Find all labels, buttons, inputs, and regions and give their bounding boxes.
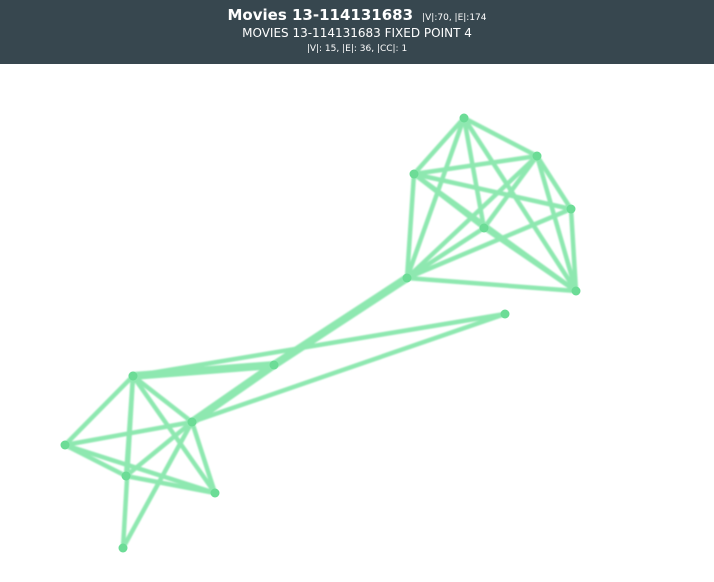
graph-edge bbox=[270, 274, 411, 369]
graph-edge bbox=[130, 373, 195, 425]
graph-edge bbox=[130, 311, 508, 379]
graph-edge bbox=[404, 206, 574, 281]
graph-node[interactable] bbox=[409, 169, 419, 179]
graph-edge bbox=[188, 361, 278, 426]
graph-node[interactable] bbox=[571, 286, 581, 296]
graph-edge bbox=[461, 115, 540, 159]
graph-node[interactable] bbox=[128, 371, 138, 381]
graph-edge bbox=[120, 373, 136, 551]
title-line: Movies 13-114131683 |V|:70, |E|:174 bbox=[0, 6, 714, 27]
graph-node[interactable] bbox=[60, 440, 70, 450]
graph-svg[interactable] bbox=[0, 64, 714, 578]
graph-node[interactable] bbox=[187, 417, 197, 427]
edges-layer bbox=[62, 115, 579, 551]
graph-edge bbox=[481, 225, 579, 294]
graph-edge bbox=[568, 206, 579, 294]
graph-edge bbox=[411, 171, 574, 212]
graph-edge bbox=[404, 225, 487, 281]
graph-node[interactable] bbox=[566, 204, 576, 214]
graph-edge bbox=[123, 473, 218, 496]
graph-edge bbox=[534, 153, 579, 294]
graph-edge bbox=[481, 153, 540, 231]
graph-node[interactable] bbox=[532, 151, 542, 161]
nodes-layer bbox=[60, 113, 581, 553]
graph-edge bbox=[62, 419, 195, 448]
graph-edge bbox=[404, 171, 417, 281]
graph-substats: |V|: 15, |E|: 36, |CC|: 1 bbox=[306, 44, 408, 54]
graph-edge bbox=[189, 311, 508, 425]
graph-edge bbox=[120, 419, 195, 551]
graph-edge bbox=[411, 153, 540, 177]
graph-node[interactable] bbox=[269, 360, 279, 370]
graph-edge bbox=[404, 275, 579, 294]
graph-stats: |V|:70, |E|:174 bbox=[422, 13, 487, 23]
graph-edge bbox=[62, 373, 136, 448]
graph-node[interactable] bbox=[479, 223, 489, 233]
graph-edge bbox=[411, 115, 467, 177]
graph-edge bbox=[62, 442, 218, 496]
graph-edge bbox=[404, 115, 467, 281]
graph-edge bbox=[189, 419, 218, 496]
graph-node[interactable] bbox=[500, 309, 510, 319]
graph-subtitle: MOVIES 13-114131683 FIXED POINT 4 bbox=[242, 26, 472, 40]
graph-canvas[interactable] bbox=[0, 64, 714, 578]
graph-edge bbox=[534, 153, 574, 212]
graph-node[interactable] bbox=[459, 113, 469, 123]
graph-node[interactable] bbox=[402, 273, 412, 283]
graph-edge bbox=[461, 115, 579, 294]
graph-header: Movies 13-114131683 |V|:70, |E|:174 MOVI… bbox=[0, 0, 714, 64]
graph-node[interactable] bbox=[118, 543, 128, 553]
graph-node[interactable] bbox=[121, 471, 131, 481]
graph-node[interactable] bbox=[210, 488, 220, 498]
graph-title: Movies 13-114131683 bbox=[227, 6, 414, 24]
